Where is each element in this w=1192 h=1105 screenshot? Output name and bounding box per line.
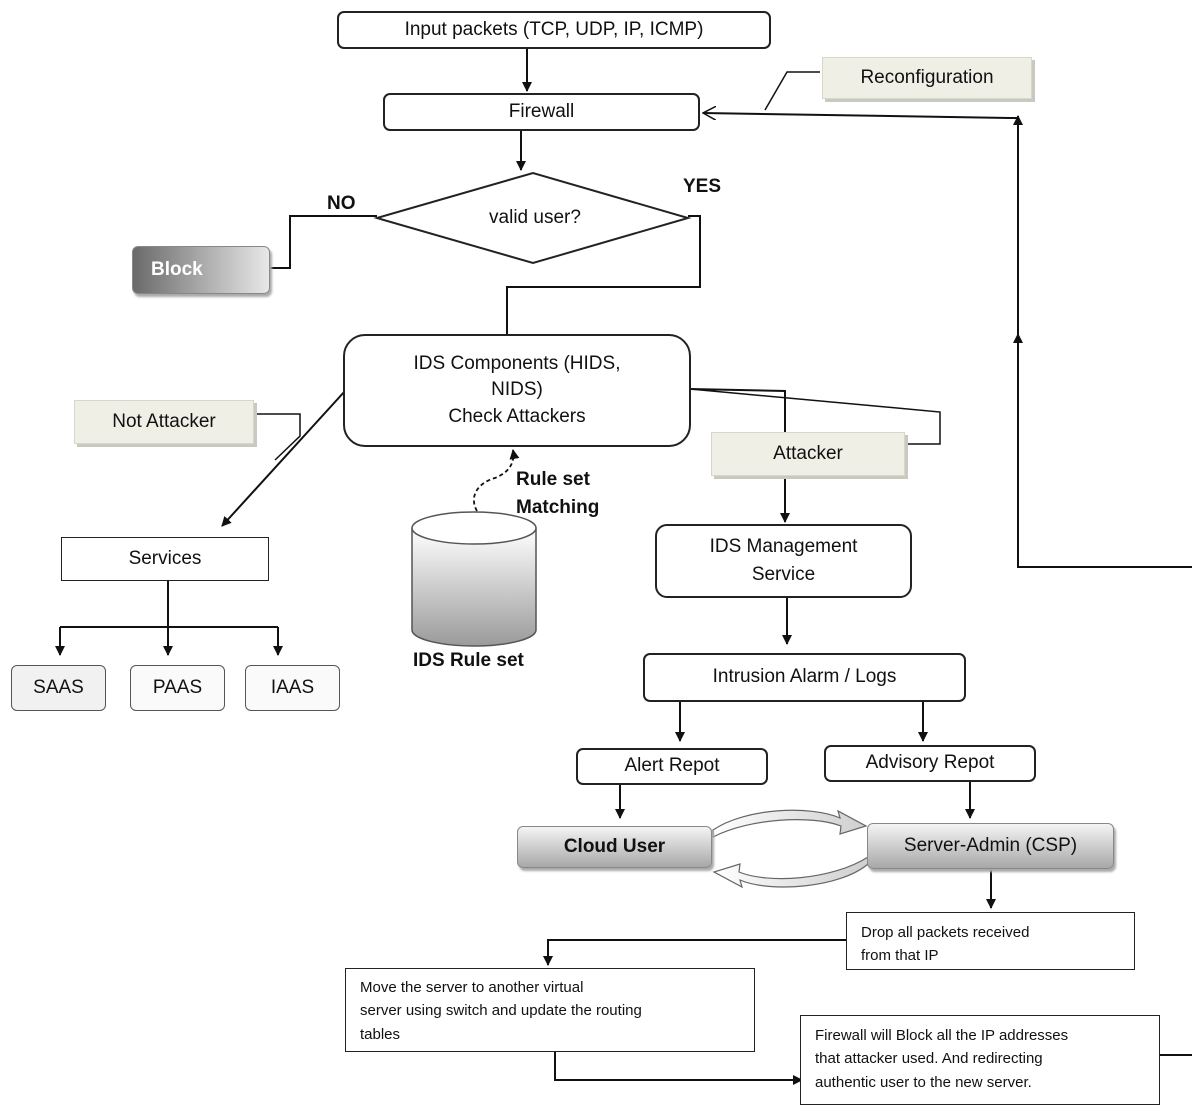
iaas-box: IAAS: [245, 665, 340, 711]
edge-ids-attacker: [689, 388, 786, 432]
block-box: Block: [132, 246, 270, 294]
not-attacker-bracket: [255, 413, 301, 461]
advisory-report-box: Advisory Repot: [824, 745, 1036, 782]
ids-management-box: IDS Management Service: [655, 524, 912, 598]
drop-packets-box: Drop all packets received from that IP: [846, 912, 1135, 970]
firewall-block-box: Firewall will Block all the IP addresses…: [800, 1015, 1160, 1105]
reconfiguration-note: Reconfiguration: [822, 57, 1032, 99]
rule-set-matching-label: Rule set Matching: [516, 469, 600, 518]
feedback-loop: [1013, 333, 1192, 568]
curved-arrow-to-admin: [712, 809, 868, 838]
attacker-note: Attacker: [711, 432, 905, 476]
edge-yes-ids: [506, 215, 701, 335]
edge-no-block: [270, 215, 377, 269]
valid-user-diamond: [373, 171, 692, 265]
saas-box: SAAS: [11, 665, 106, 711]
yes-label: YES: [683, 176, 722, 197]
server-admin-box: Server-Admin (CSP): [867, 823, 1114, 869]
move-server-box: Move the server to another virtual serve…: [345, 968, 755, 1052]
firewall-box: Firewall: [383, 93, 700, 131]
paas-box: PAAS: [130, 665, 225, 711]
alert-report-box: Alert Repot: [576, 748, 768, 785]
ids-rule-set-label: IDS Rule set: [413, 650, 524, 671]
not-attacker-note: Not Attacker: [74, 400, 254, 444]
no-label: NO: [327, 193, 356, 214]
edge-ruleset-ids: [473, 449, 520, 512]
edge-move-fwblock: [554, 1052, 803, 1085]
valid-user-label: valid user?: [489, 206, 581, 228]
intrusion-alarm-box: Intrusion Alarm / Logs: [643, 653, 966, 702]
curved-arrow-to-clouduser: [712, 855, 869, 889]
edge-ids-services: [221, 390, 346, 527]
ids-rule-set-cylinder: [411, 511, 537, 647]
edge-drop-move: [543, 939, 846, 966]
reconfiguration-callout: [764, 71, 820, 111]
attacker-bracket: [689, 388, 941, 445]
ids-components-box: IDS Components (HIDS, NIDS) Check Attack…: [343, 334, 691, 447]
services-box: Services: [61, 537, 269, 581]
feedback-firewall: [703, 113, 1018, 118]
cloud-user-box: Cloud User: [517, 826, 712, 868]
input-packets-box: Input packets (TCP, UDP, IP, ICMP): [337, 11, 771, 49]
